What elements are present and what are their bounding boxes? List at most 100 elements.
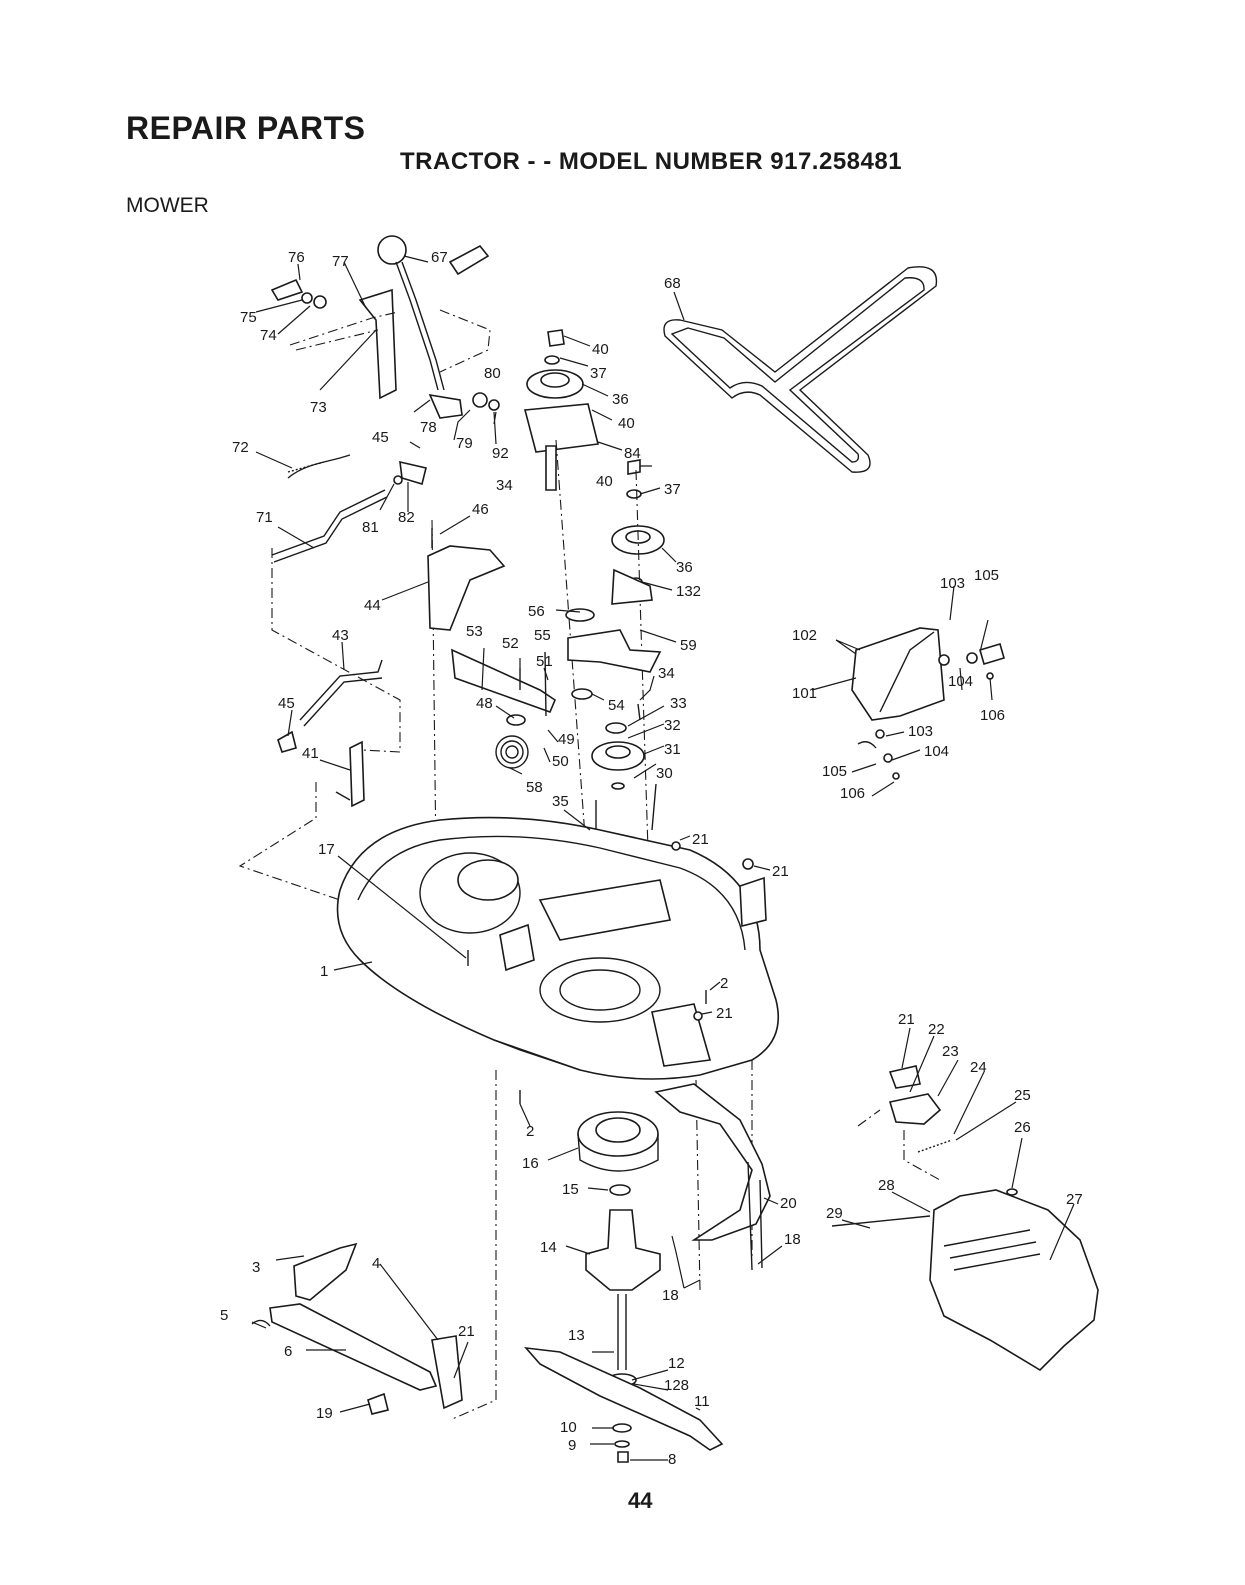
callout-58: 58 bbox=[526, 779, 543, 796]
callout-40b: 40 bbox=[618, 415, 635, 432]
callout-55: 55 bbox=[534, 627, 551, 644]
callout-43: 43 bbox=[332, 627, 349, 644]
callout-45b: 45 bbox=[278, 695, 295, 712]
callout-21a: 21 bbox=[692, 831, 709, 848]
callout-36a: 36 bbox=[612, 391, 629, 408]
callout-29: 29 bbox=[826, 1205, 843, 1222]
callout-31: 31 bbox=[664, 741, 681, 758]
spindle-assembly bbox=[577, 1111, 661, 1387]
callout-101: 101 bbox=[792, 685, 817, 702]
page-number: 44 bbox=[628, 1488, 653, 1513]
callout-10: 10 bbox=[560, 1419, 577, 1436]
callout-79: 79 bbox=[456, 435, 473, 452]
callout-49: 49 bbox=[558, 731, 575, 748]
callout-106a: 106 bbox=[980, 707, 1005, 724]
callout-54: 54 bbox=[608, 697, 625, 714]
callout-75: 75 bbox=[240, 309, 257, 326]
callout-59: 59 bbox=[680, 637, 697, 654]
callout-21e: 21 bbox=[898, 1011, 915, 1028]
callout-40a: 40 bbox=[592, 341, 609, 358]
callout-82: 82 bbox=[398, 509, 415, 526]
page-title: REPAIR PARTS bbox=[126, 110, 366, 146]
callout-52: 52 bbox=[502, 635, 519, 652]
section-heading: MOWER bbox=[126, 194, 209, 217]
callout-19: 19 bbox=[316, 1405, 333, 1422]
callout-32: 32 bbox=[664, 717, 681, 734]
idler-arm-brackets bbox=[451, 568, 662, 726]
callout-3: 3 bbox=[252, 1259, 260, 1276]
callout-92: 92 bbox=[492, 445, 509, 462]
callout-36b: 36 bbox=[676, 559, 693, 576]
callout-34b: 34 bbox=[658, 665, 675, 682]
callout-105b: 105 bbox=[822, 763, 847, 780]
callout-40c: 40 bbox=[596, 473, 613, 490]
callout-11: 11 bbox=[694, 1393, 710, 1410]
front-hanger-linkage bbox=[251, 1242, 463, 1415]
callout-68: 68 bbox=[664, 275, 681, 292]
callout-104a: 104 bbox=[948, 673, 973, 690]
callout-15: 15 bbox=[562, 1181, 579, 1198]
callout-103b: 103 bbox=[908, 723, 933, 740]
callout-37b: 37 bbox=[664, 481, 681, 498]
callout-84: 84 bbox=[624, 445, 641, 462]
callout-8: 8 bbox=[668, 1451, 676, 1468]
callout-leaders bbox=[251, 255, 1075, 1461]
callout-102: 102 bbox=[792, 627, 817, 644]
pivot-bolt-hardware bbox=[270, 278, 327, 309]
callout-23: 23 bbox=[942, 1043, 959, 1060]
callout-21d: 21 bbox=[458, 1323, 475, 1340]
callout-67: 67 bbox=[431, 249, 448, 266]
callout-18a: 18 bbox=[784, 1231, 801, 1248]
model-number-heading: TRACTOR - - MODEL NUMBER 917.258481 bbox=[400, 148, 903, 175]
callout-48: 48 bbox=[476, 695, 493, 712]
callout-1: 1 bbox=[320, 963, 328, 980]
callout-16: 16 bbox=[522, 1155, 539, 1172]
left-lift-linkage bbox=[277, 659, 383, 808]
discharge-chute bbox=[831, 1065, 1099, 1372]
callout-26: 26 bbox=[1014, 1119, 1031, 1136]
idler-pulley-stack bbox=[523, 329, 665, 587]
spindle-pulley-stack bbox=[591, 703, 657, 840]
callout-77: 77 bbox=[332, 253, 349, 270]
callout-18b: 18 bbox=[662, 1287, 679, 1304]
callout-5: 5 bbox=[220, 1307, 228, 1324]
callout-45a: 45 bbox=[372, 429, 389, 446]
callout-46: 46 bbox=[472, 501, 489, 518]
callout-17: 17 bbox=[318, 841, 335, 858]
callout-81: 81 bbox=[362, 519, 379, 536]
callout-28: 28 bbox=[878, 1177, 895, 1194]
deck-hardware bbox=[467, 841, 754, 1104]
callout-50: 50 bbox=[552, 753, 569, 770]
callout-30: 30 bbox=[656, 765, 673, 782]
callout-41: 41 bbox=[302, 745, 319, 762]
callout-4: 4 bbox=[372, 1255, 380, 1272]
callout-73: 73 bbox=[310, 399, 327, 416]
callout-72: 72 bbox=[232, 439, 249, 456]
callout-71: 71 bbox=[256, 509, 273, 526]
lift-lever-assembly bbox=[358, 235, 500, 419]
callout-25: 25 bbox=[1014, 1087, 1031, 1104]
callout-35: 35 bbox=[552, 793, 569, 810]
callout-104b: 104 bbox=[924, 743, 949, 760]
callout-2a: 2 bbox=[720, 975, 728, 992]
deck-baffle bbox=[654, 1083, 771, 1271]
callout-37a: 37 bbox=[590, 365, 607, 382]
callout-33: 33 bbox=[670, 695, 687, 712]
callout-13: 13 bbox=[568, 1327, 585, 1344]
callout-21c: 21 bbox=[716, 1005, 733, 1022]
callout-106b: 106 bbox=[840, 785, 865, 802]
callout-6: 6 bbox=[284, 1343, 292, 1360]
callout-80: 80 bbox=[484, 365, 501, 382]
callout-105a: 105 bbox=[974, 567, 999, 584]
callout-9: 9 bbox=[568, 1437, 576, 1454]
callout-78: 78 bbox=[420, 419, 437, 436]
callout-103a: 103 bbox=[940, 575, 965, 592]
callout-56: 56 bbox=[528, 603, 545, 620]
callout-74: 74 bbox=[260, 327, 277, 344]
callout-34a: 34 bbox=[496, 477, 513, 494]
callout-20: 20 bbox=[780, 1195, 797, 1212]
callout-14: 14 bbox=[540, 1239, 557, 1256]
spring-and-link-rod bbox=[271, 454, 427, 563]
belt-guard bbox=[427, 528, 506, 631]
